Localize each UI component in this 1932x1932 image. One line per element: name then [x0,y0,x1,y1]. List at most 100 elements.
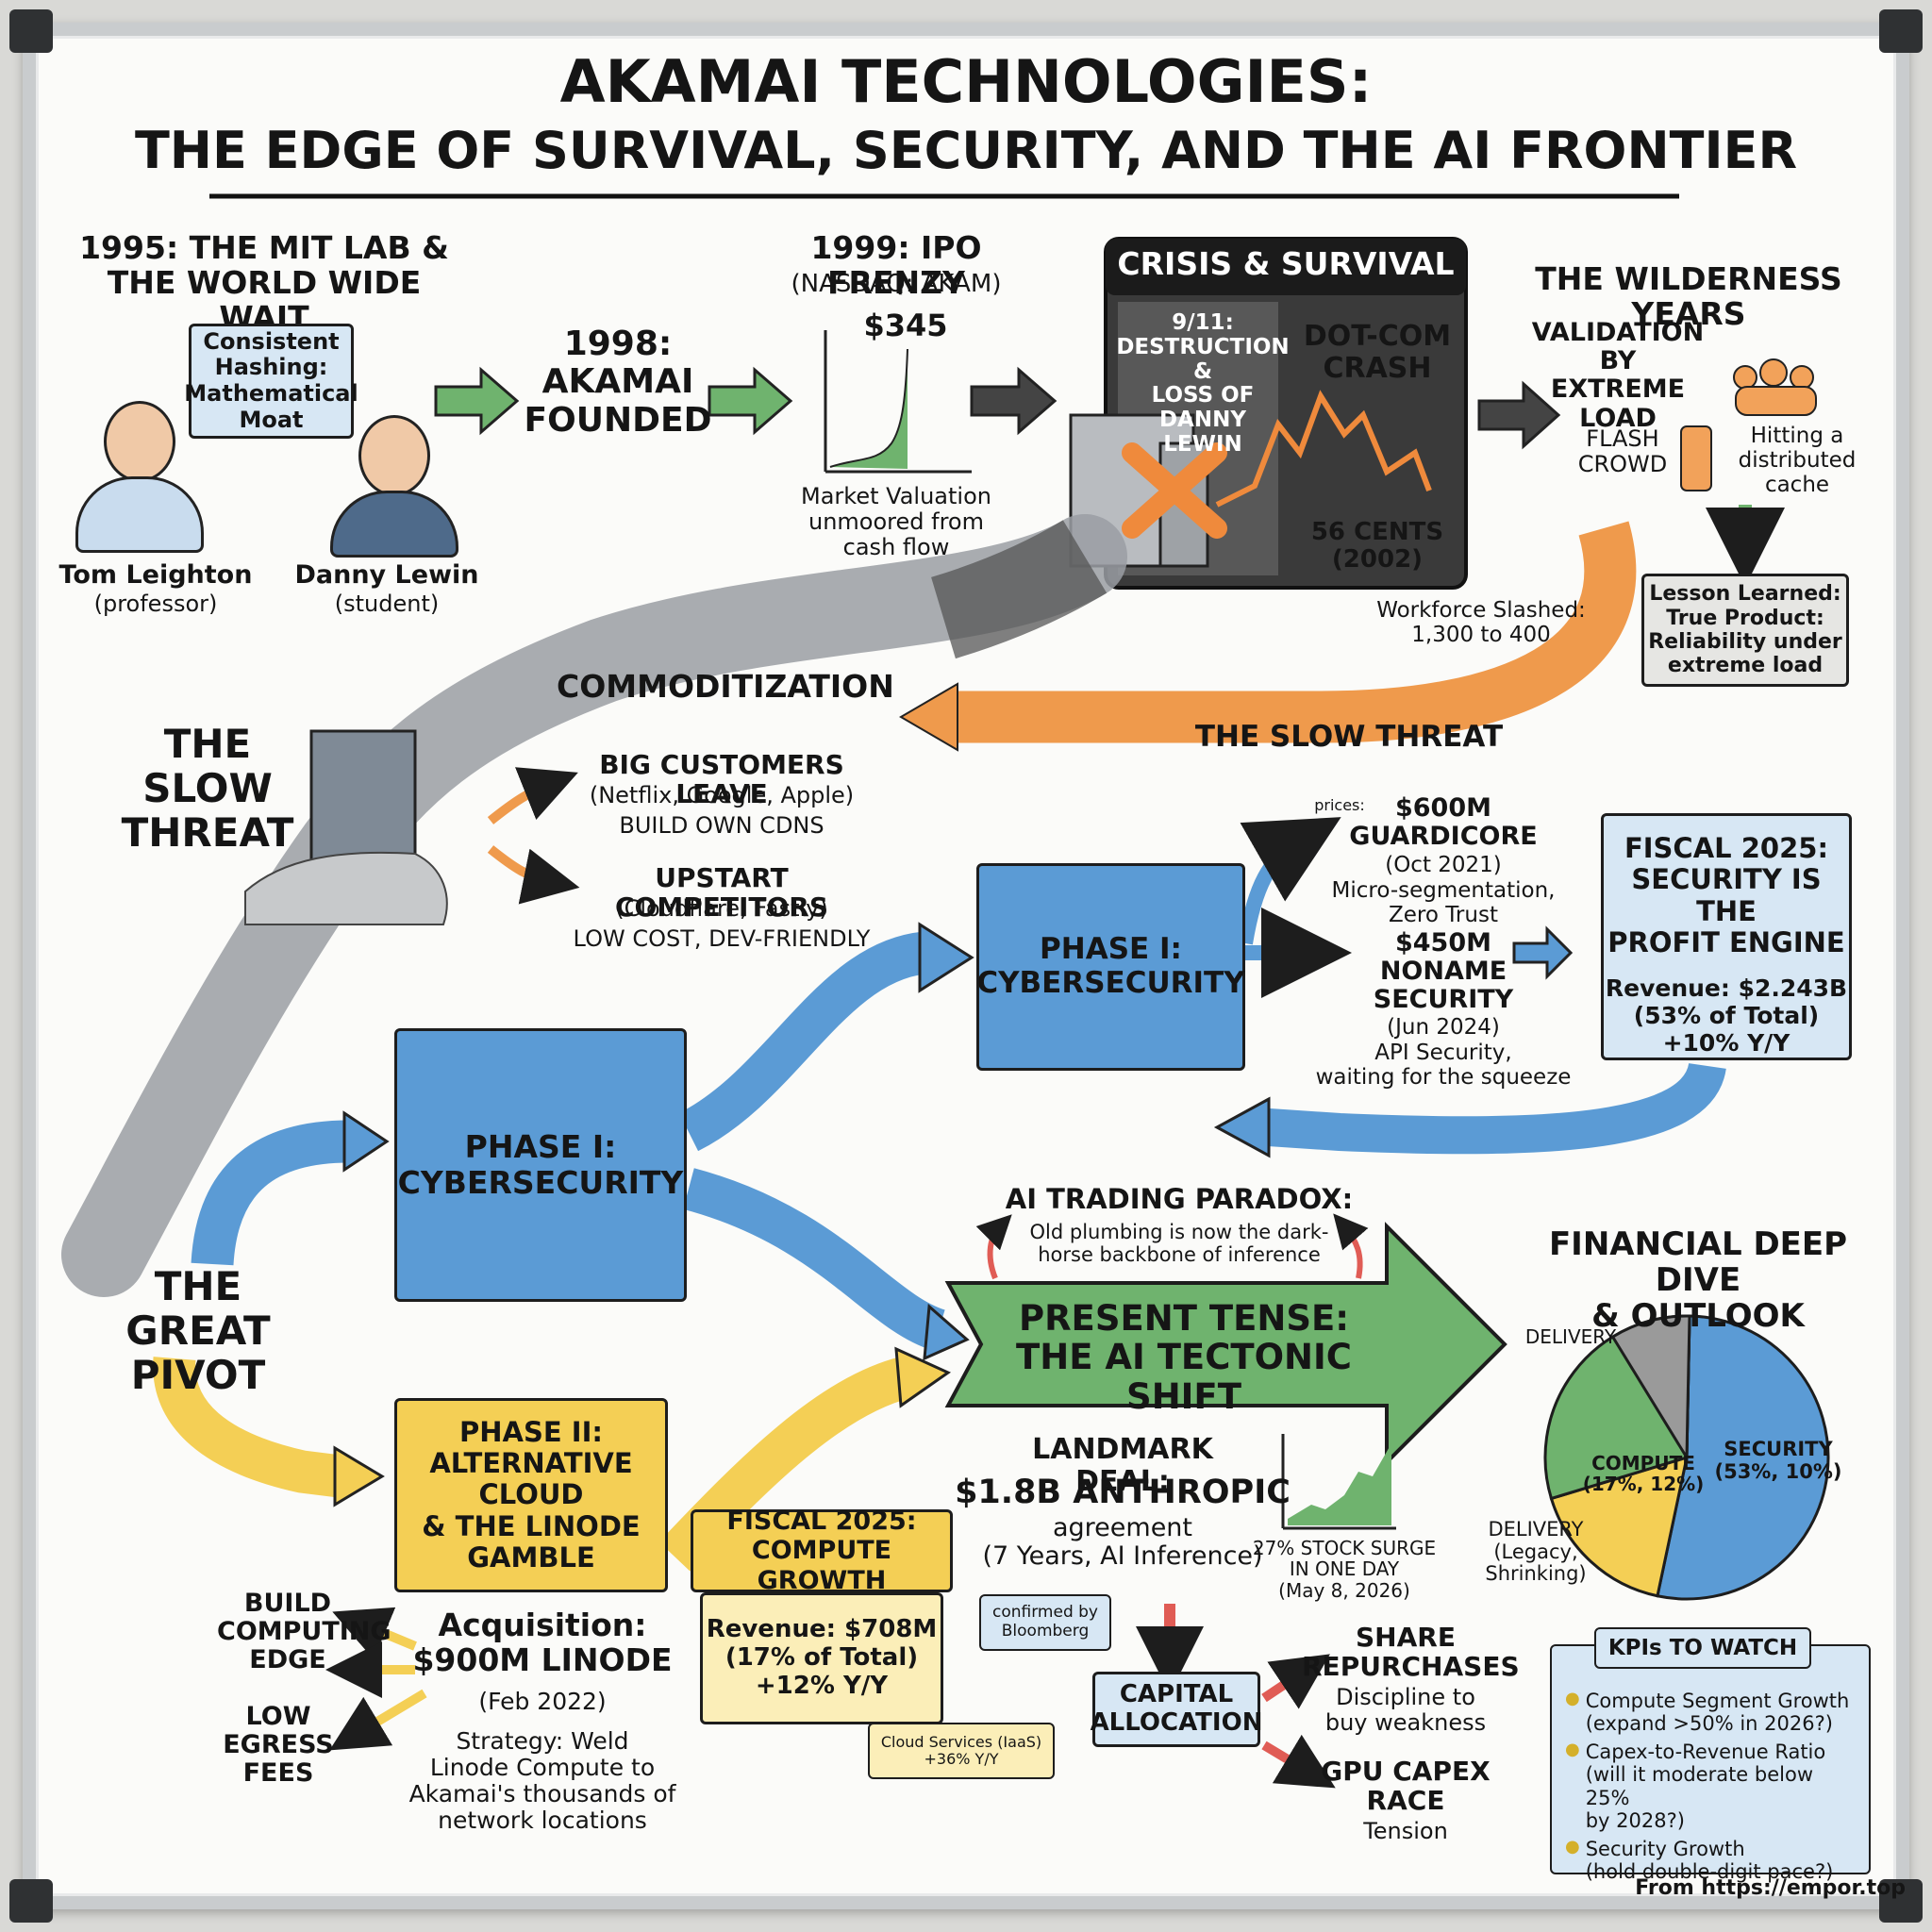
gpu-capex-desc: Tension [1363,1818,1448,1844]
danny-lewin-avatar [330,410,458,558]
arrow-competitors [487,845,580,905]
compute-fiscal-title: FISCAL 2025: COMPUTE GROWTH [691,1507,953,1595]
crisis-banner-bg [1106,239,1466,295]
phase1-to-present [683,1168,946,1351]
slow-threat-side-label: THE SLOW THREAT [121,721,294,857]
crisis-left-text: 9/11: DESTRUCTION & LOSS OF DANNY LEWIN [1116,310,1290,457]
arrow-to-security-fiscal [1512,925,1574,980]
paradox-arrow-left [975,1214,1012,1280]
person1-role: (professor) [93,591,218,617]
tom-leighton-avatar [75,396,204,553]
prices-mark: prices: [1314,796,1365,814]
surge-chart [1281,1434,1396,1530]
competitors-detail: (Cloudflare, Fastly) [615,895,828,922]
capital-allocation-box: CAPITAL ALLOCATION [1091,1672,1262,1747]
slow-threat-arrowhead [899,682,958,752]
consistent-hashing-box: Consistent Hashing: Mathematical Moat [184,324,358,439]
ipo-caption: Market Valuation unmoored from cash flow [801,483,991,560]
stock-surge-label: 27% STOCK SURGE IN ONE DAY (May 8, 2026) [1252,1537,1437,1602]
pivot-to-phase2 [153,1357,342,1498]
ipo-ticker: (NASDAQ: AKAM) [791,270,1002,298]
bullet-icon: ● [1565,1689,1580,1708]
crisis-low-price: 56 CENTS (2002) [1310,518,1444,575]
page-title: AKAMAI TECHNOLOGIES: [559,47,1373,116]
paradox-title: AI TRADING PARADOX: [1005,1183,1354,1215]
ipo-heading: 1999: IPO FRENZY [810,229,982,301]
repurchase-desc: Discipline to buy weakness [1324,1684,1487,1736]
flash-crowd-icon [1680,358,1817,491]
wilderness-heading: THE WILDERNESS YEARS [1535,260,1842,332]
phase1-cyber-box: PHASE I: CYBERSECURITY [976,863,1245,1071]
pie-slice-security [1656,1314,1830,1601]
pie-label-security: SECURITY (53%, 10%) [1714,1438,1842,1483]
confirmed-bloomberg-note: confirmed by Bloomberg [979,1594,1111,1651]
ipo-chart [824,330,972,474]
crisis-banner: CRISIS & SURVIVAL [1117,245,1455,282]
arrow-build-edge [332,1607,417,1660]
linode-acq-date: (Feb 2022) [478,1688,607,1715]
phase1-to-cyber [678,931,928,1152]
deal-title: LANDMARK DEAL: [1032,1433,1213,1498]
pie-label-compute: COMPUTE (17%, 12%) [1582,1452,1705,1496]
pie-slice-compute [1549,1455,1689,1598]
board-corner [1879,9,1923,53]
security-fiscal-box: FISCAL 2025: SECURITY IS THE PROFIT ENGI… [1601,813,1852,1060]
commoditization-path [61,514,1127,1297]
deal-desc: agreement (7 Years, AI Inference) [982,1513,1263,1572]
flash-crowd-label: FLASH CROWD [1577,425,1668,477]
kpi-title: KPIs TO WATCH [1594,1627,1811,1669]
paradox-desc: Old plumbing is now the dark- horse back… [1029,1221,1329,1266]
person2-role: (student) [334,591,440,617]
compute-fiscal-revenue: Revenue: $708M (17% of Total) +12% Y/Y [700,1592,943,1724]
kpi-item: Compute Segment Growth (expand >50% in 2… [1585,1690,1850,1736]
security-return-arrow [1267,1061,1726,1155]
cross-mark-icon [1122,442,1227,539]
guardicore-title: $600M GUARDICORE [1349,793,1538,852]
validation-label: VALIDATION BY EXTREME LOAD [1531,318,1705,433]
pie-label-delivery-bottom: DELIVERY (Legacy, Shrinking) [1485,1518,1587,1586]
board-corner [1879,1879,1923,1923]
noname-desc: API Security, waiting for the squeeze [1315,1041,1572,1090]
slow-threat-arrow-label: THE SLOW THREAT [1194,720,1504,754]
capital-to-repurchase [1261,1654,1330,1709]
distributed-cache-label: Hitting a distributed cache [1738,424,1857,497]
guardicore-date: (Oct 2021) [1385,853,1502,877]
noname-title: $450M NONAME SECURITY [1373,928,1514,1015]
deal-amount: $1.8B ANTHROPIC [955,1474,1291,1511]
customers-detail: (Netflix, Google, Apple) [589,782,855,808]
pie-slice-delivery-legacy [1610,1314,1691,1463]
guardicore-desc: Micro-segmentation, Zero Trust [1331,878,1556,927]
repurchase-title: SHARE REPURCHASES [1302,1622,1520,1683]
footer-source: From https://empor.top [1635,1876,1906,1900]
customers-result: BUILD OWN CDNS [619,812,824,839]
low-egress-label: LOW EGRESS FEES [223,1702,334,1789]
paradox-arrow-right [1333,1213,1369,1279]
cliff-building-icon [244,729,448,925]
kpi-box: ● Compute Segment Growth (expand >50% in … [1550,1644,1871,1883]
security-fiscal-title: FISCAL 2025: SECURITY IS THE PROFIT ENGI… [1607,832,1845,959]
arrow-to-founded [434,366,520,436]
great-pivot-label: THE GREAT PIVOT [125,1263,271,1399]
outlook-pie-chart [1543,1314,1830,1601]
origin-heading: 1995: THE MIT LAB & THE WORLD WIDE WAIT [79,229,449,336]
arrow-to-wilderness [1477,380,1561,450]
ipo-peak: $345 [863,308,948,343]
lesson-learned-box: Lesson Learned: True Product: Reliabilit… [1641,574,1849,687]
arrow-egress-2 [329,1689,427,1751]
arrow-guardicore [1238,817,1341,945]
gpu-capex-title: GPU CAPEX RACE [1321,1756,1491,1817]
security-fiscal-revenue: Revenue: $2.243B (53% of Total) +10% Y/Y [1605,974,1848,1057]
person1-name: Tom Leighton [58,560,253,590]
crash-line [1215,390,1432,508]
arrow-to-ipo [708,366,793,436]
page-subtitle: THE EDGE OF SURVIVAL, SECURITY, AND THE … [134,121,1798,180]
kpi-item: Security Growth (hold double-digit pace?… [1585,1837,1834,1883]
person2-name: Danny Lewin [294,560,479,590]
arrow-customers [487,767,578,824]
commoditization-label: COMMODITIZATION [557,668,894,705]
cloud-services-note: Cloud Services (IaaS) +36% Y/Y [868,1723,1055,1779]
build-edge-label: BUILD COMPUTING EDGE [217,1589,391,1675]
crisis-right-text: DOT-COM CRASH [1303,320,1452,385]
slow-threat-arrow [953,521,1637,743]
